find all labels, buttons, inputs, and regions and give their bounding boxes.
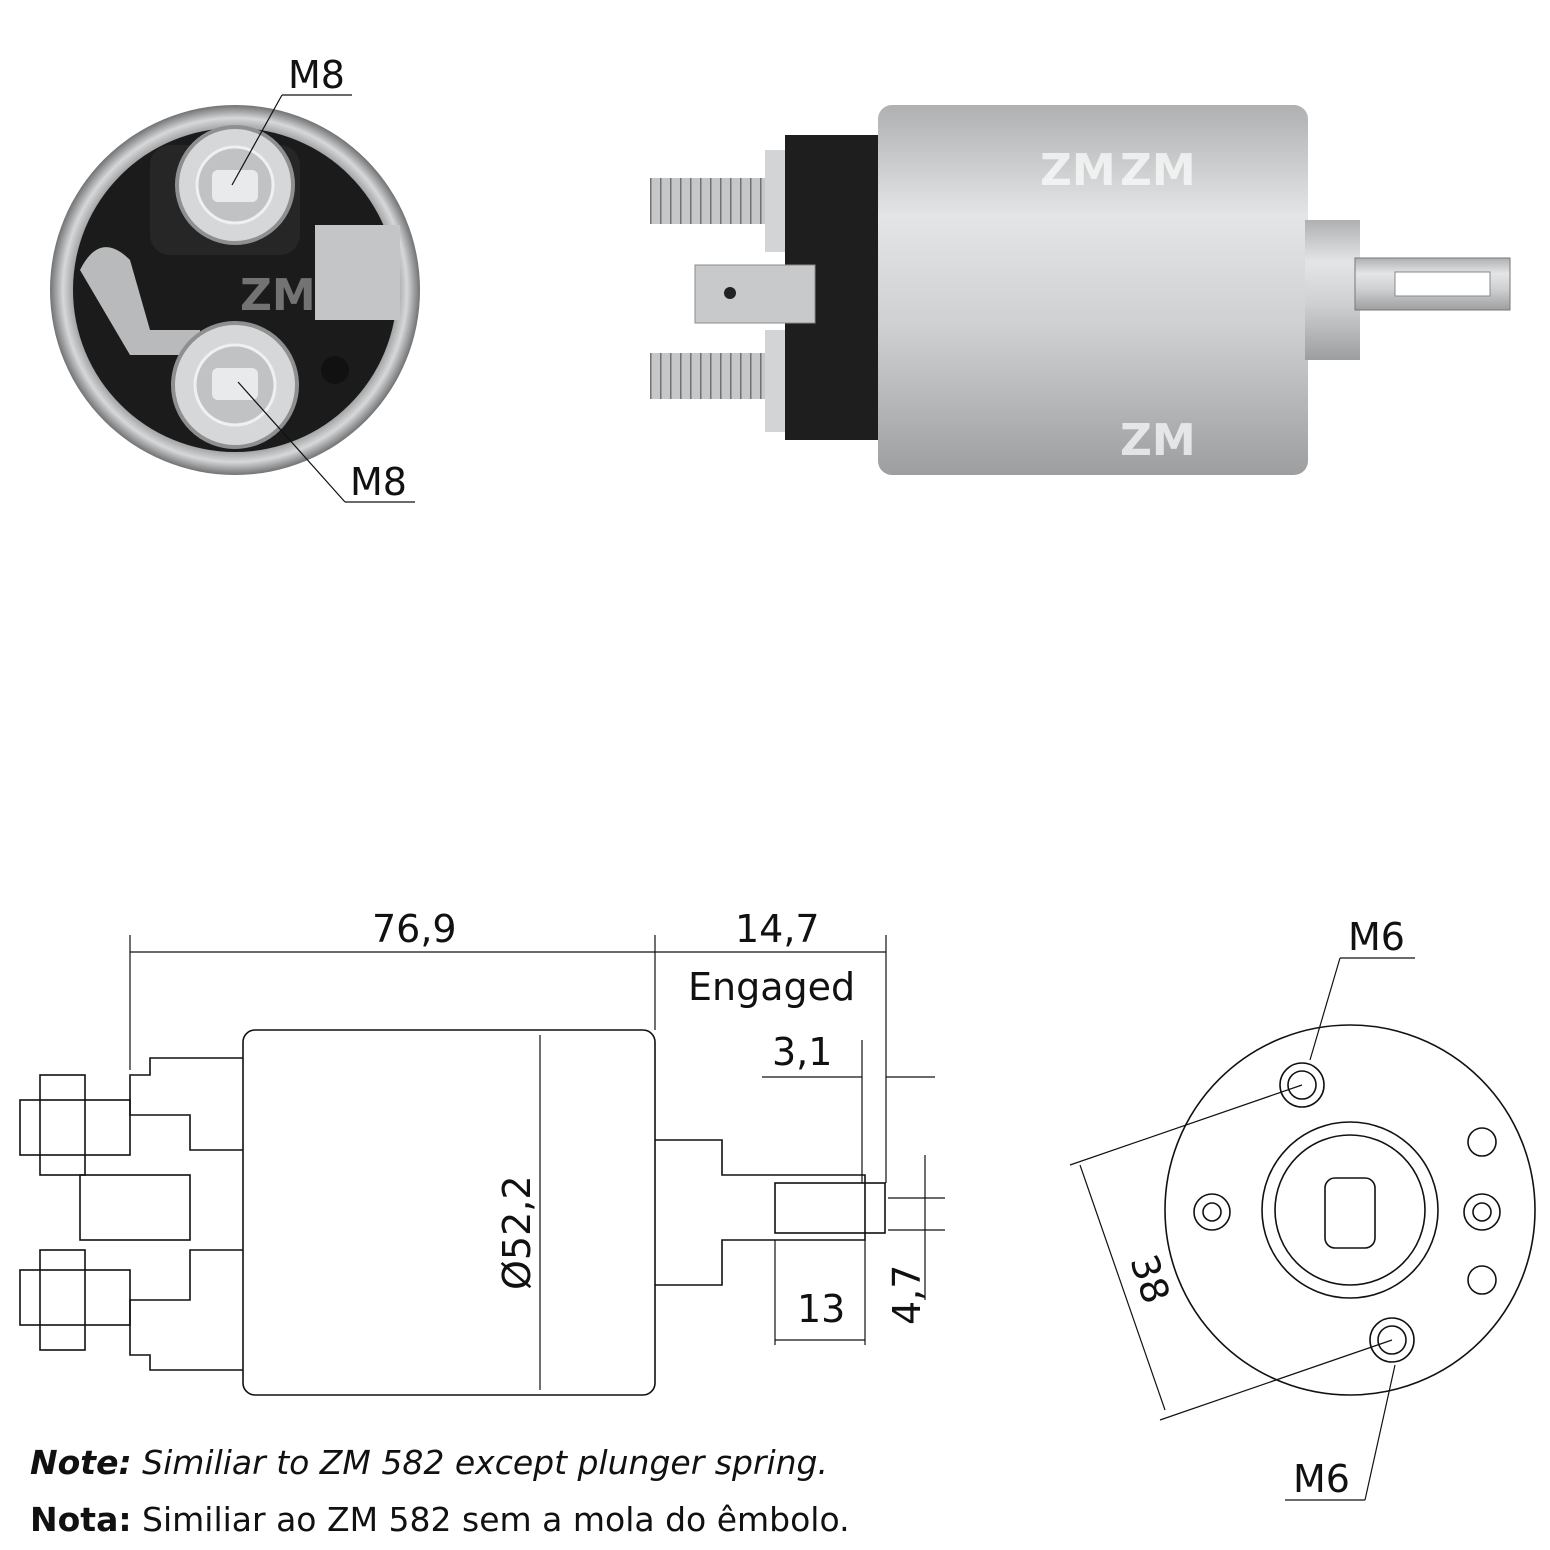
dim-length: 76,9	[372, 907, 457, 951]
dim-tab-length: 13	[797, 1287, 845, 1331]
note-text: Similiar ao ZM 582 sem a mola do êmbolo.	[131, 1500, 850, 1539]
note-label: Note:	[30, 1443, 132, 1482]
dim-stroke: 14,7	[735, 907, 820, 951]
watermark-text: ZM	[240, 270, 316, 321]
dim-stroke-note: Engaged	[688, 965, 855, 1009]
note-text: Similiar to ZM 582 except plunger spring…	[131, 1443, 828, 1482]
note-english: Note: Similiar to ZM 582 except plunger …	[30, 1443, 828, 1482]
dim-tab-offset: 3,1	[772, 1030, 832, 1074]
note-portuguese: Nota: Similiar ao ZM 582 sem a mola do ê…	[30, 1500, 850, 1539]
side-view-photo	[650, 105, 1511, 475]
terminal-stud-bottom	[171, 321, 299, 449]
dim-tab-width: 4,7	[885, 1265, 929, 1325]
watermark-text: ZM	[1040, 145, 1116, 196]
watermark-text: ZM	[1120, 145, 1196, 196]
thread-label-top: M8	[288, 53, 345, 97]
dim-diameter: Ø52,2	[495, 1175, 539, 1290]
thread-label-m6-top: M6	[1348, 915, 1405, 959]
end-dimension-drawing: M6 M6 38	[1069, 915, 1536, 1501]
dim-hole-spacing: 38	[1121, 1249, 1178, 1309]
watermark-layer: ZM ZM ZM ZM	[240, 145, 1196, 466]
side-dimension-drawing: 76,9 14,7 Engaged 3,1 13 Ø52,2 4,7	[19, 907, 945, 1396]
thread-label-bottom: M8	[350, 460, 407, 504]
end-view-callouts: M8 M8	[231, 53, 415, 504]
end-view-photo	[50, 105, 420, 475]
watermark-text: ZM	[1120, 415, 1196, 466]
terminal-stud-top	[175, 125, 295, 245]
thread-label-m6-bottom: M6	[1293, 1457, 1350, 1501]
note-label: Nota:	[30, 1500, 132, 1539]
